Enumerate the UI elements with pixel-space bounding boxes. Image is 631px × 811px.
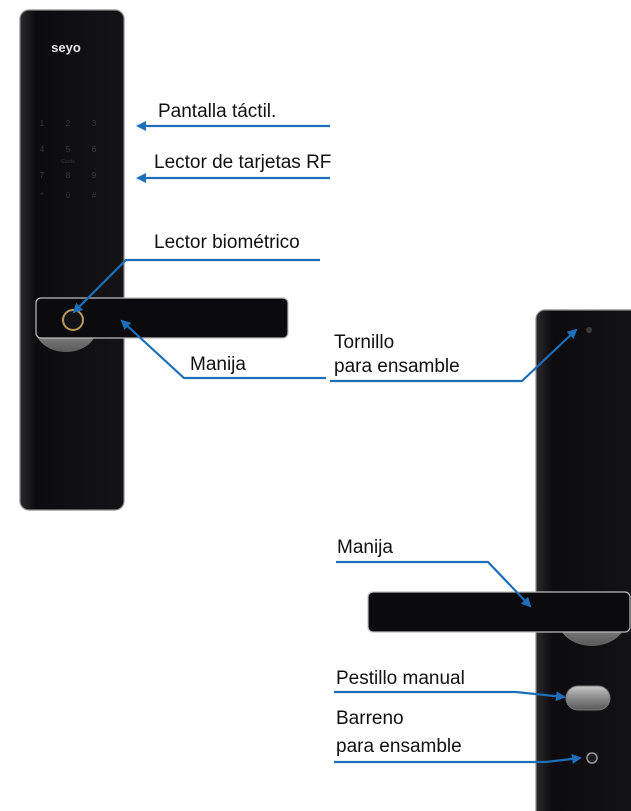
cards-caption: Cards <box>61 159 75 165</box>
front-lock: seyo 1 2 3 4 5 6 7 8 9 * 0 # Cards <box>19 9 289 511</box>
biometric-leader <box>72 258 320 314</box>
key-5: 5 <box>66 145 71 154</box>
drill-hole-icon <box>586 752 598 764</box>
key-2: 2 <box>66 119 71 128</box>
back-lock <box>367 309 631 811</box>
label-screw-line2: para ensamble <box>334 356 460 377</box>
front-handle-leader <box>120 319 326 380</box>
label-manual-latch: Pestillo manual <box>336 668 465 689</box>
front-handle <box>35 297 289 339</box>
key-star: * <box>40 191 43 200</box>
brand-logo: seyo <box>51 40 81 55</box>
key-7: 7 <box>40 171 45 180</box>
label-biometric: Lector biométrico <box>154 232 300 253</box>
manual-latch-knob <box>565 685 611 711</box>
label-screw-line1: Tornillo <box>334 332 395 353</box>
label-rf-reader: Lector de tarjetas RF <box>154 152 332 173</box>
fingerprint-sensor-icon <box>62 309 84 331</box>
key-hash: # <box>92 191 97 200</box>
key-0: 0 <box>66 191 71 200</box>
label-drill-line2: para ensamble <box>336 736 462 757</box>
back-handle <box>367 591 631 633</box>
label-handle-front: Manija <box>190 354 246 375</box>
label-drill-line1: Barreno <box>336 708 404 729</box>
keypad: 1 2 3 4 5 6 7 8 9 * 0 # Cards <box>40 119 97 200</box>
key-6: 6 <box>92 145 97 154</box>
front-panel <box>19 9 125 511</box>
key-9: 9 <box>92 171 97 180</box>
back-panel <box>535 309 631 811</box>
screw-leader <box>330 328 578 383</box>
leader-lines <box>72 121 582 764</box>
key-8: 8 <box>66 171 71 180</box>
drill-hole-leader <box>334 753 582 764</box>
manual-latch-leader <box>334 690 566 702</box>
label-handle-back: Manija <box>337 537 393 558</box>
label-touchscreen: Pantalla táctil. <box>158 101 277 122</box>
key-1: 1 <box>40 119 45 128</box>
key-4: 4 <box>40 145 45 154</box>
back-handle-leader <box>336 560 532 608</box>
key-3: 3 <box>92 119 97 128</box>
top-screw-icon <box>586 327 592 333</box>
